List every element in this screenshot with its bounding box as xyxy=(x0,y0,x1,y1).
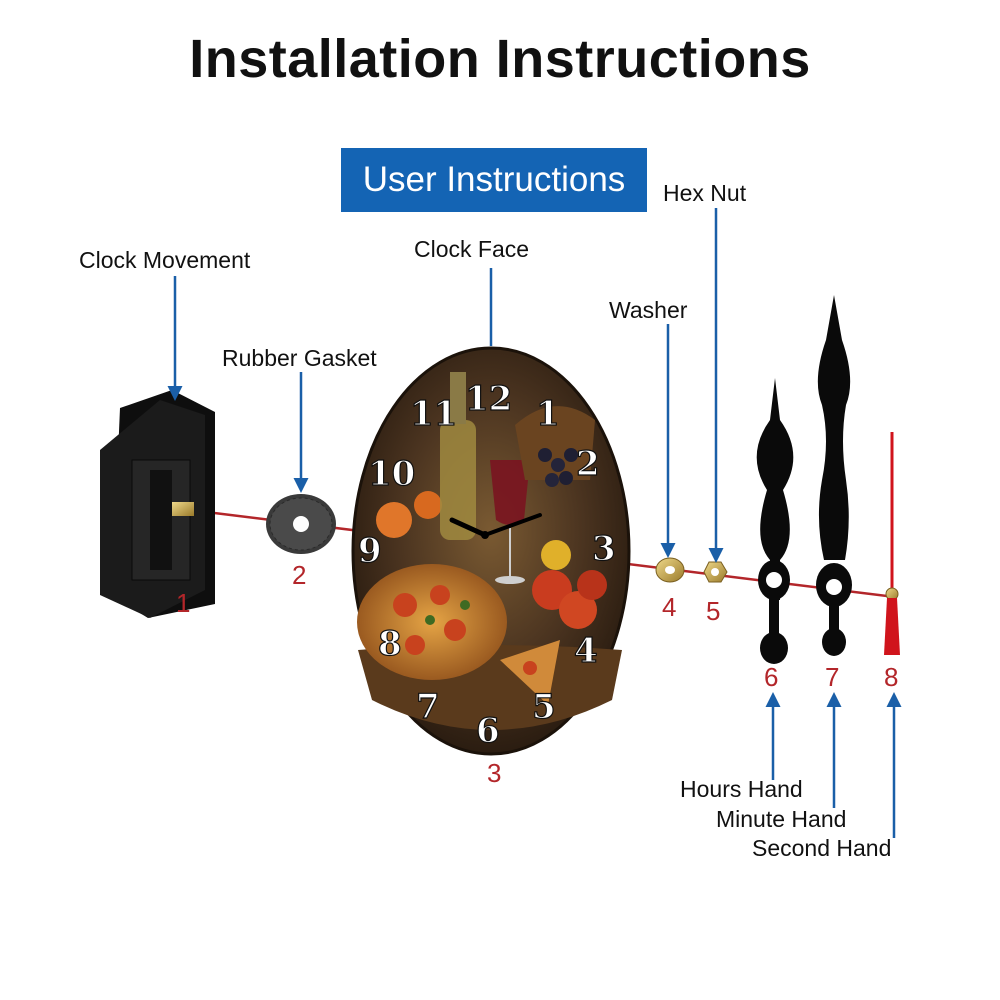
label-second-hand: Second Hand xyxy=(752,835,892,861)
clock-movement xyxy=(100,390,215,618)
leader-arrows xyxy=(167,208,902,838)
number-washer: 4 xyxy=(662,592,677,622)
hex-nut xyxy=(703,561,728,583)
hours-hand xyxy=(756,378,794,664)
clock-numeral: 9 xyxy=(358,531,382,571)
clock-numeral: 10 xyxy=(368,454,415,494)
washer xyxy=(655,557,685,583)
clock-numeral: 12 xyxy=(465,379,512,419)
rubber-gasket xyxy=(266,494,336,554)
clock-face: 12 1 2 3 4 5 6 7 8 9 10 11 xyxy=(351,346,631,756)
label-rubber-gasket: Rubber Gasket xyxy=(222,345,377,371)
clock-numeral: 1 xyxy=(536,394,560,434)
label-hex-nut: Hex Nut xyxy=(663,180,747,206)
page-title: Installation Instructions xyxy=(189,29,811,89)
clock-numeral: 8 xyxy=(378,624,402,664)
number-second-hand: 8 xyxy=(884,662,899,692)
number-hex-nut: 5 xyxy=(706,596,721,626)
label-clock-face: Clock Face xyxy=(414,236,530,262)
number-minute-hand: 7 xyxy=(825,662,840,692)
clock-numeral: 4 xyxy=(574,631,598,671)
clock-numeral: 11 xyxy=(410,394,457,434)
clock-numeral: 6 xyxy=(476,711,500,751)
label-washer: Washer xyxy=(609,297,688,323)
label-minute-hand: Minute Hand xyxy=(716,806,847,832)
clock-numeral: 5 xyxy=(532,687,556,727)
number-rubber-gasket: 2 xyxy=(292,560,307,590)
user-instructions-banner: User Instructions xyxy=(341,148,647,212)
clock-numeral: 2 xyxy=(576,444,600,484)
minute-hand xyxy=(816,295,852,656)
number-hours-hand: 6 xyxy=(764,662,779,692)
clock-numeral: 7 xyxy=(416,687,440,727)
number-clock-movement: 1 xyxy=(176,588,191,618)
label-clock-movement: Clock Movement xyxy=(79,247,251,273)
label-hours-hand: Hours Hand xyxy=(680,776,803,802)
second-hand xyxy=(884,432,900,655)
clock-numeral: 3 xyxy=(592,529,616,569)
number-clock-face: 3 xyxy=(487,758,502,788)
